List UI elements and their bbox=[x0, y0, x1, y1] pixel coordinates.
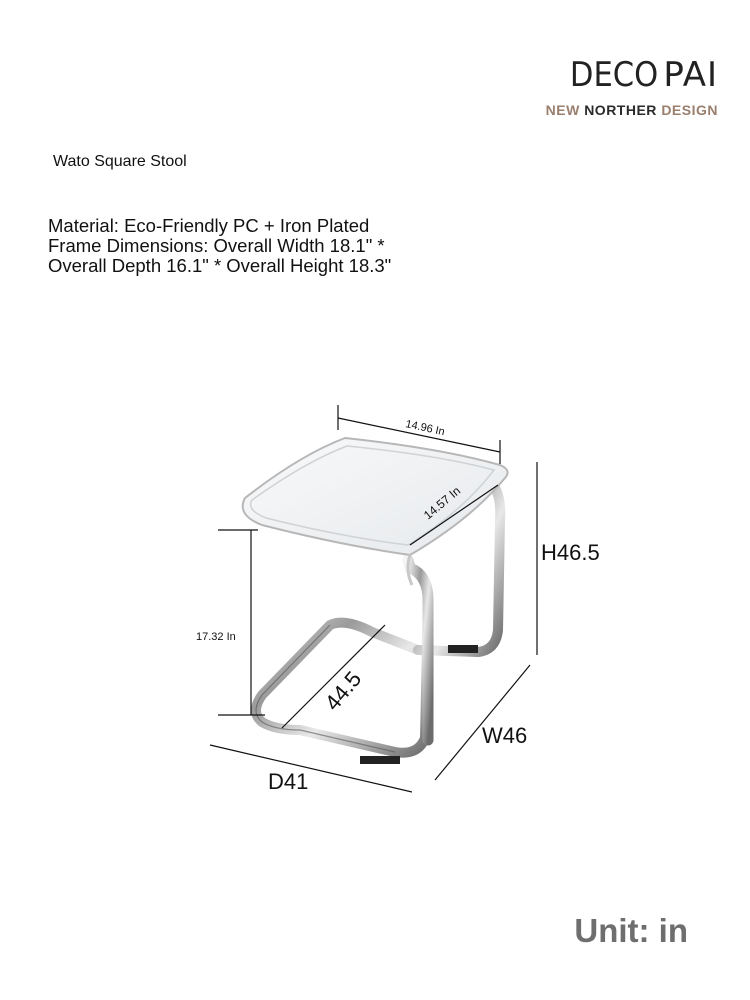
dim-height: H46.5 bbox=[541, 540, 600, 565]
unit-label: Unit: in bbox=[574, 912, 688, 949]
dim-depth: D41 bbox=[268, 769, 308, 794]
tagline-new: NEW bbox=[545, 102, 580, 118]
dim-width: W46 bbox=[482, 723, 527, 748]
product-name: Wato Square Stool bbox=[53, 153, 187, 170]
dim-top-width: 14.96 In bbox=[404, 418, 445, 438]
brand-tagline: NEW NORTHER DESIGN bbox=[546, 102, 718, 118]
brand-logo-left: DECO bbox=[570, 55, 659, 95]
spec-line-material: Material: Eco-Friendly PC + Iron Plated bbox=[48, 215, 370, 236]
product-specs: Material: Eco-Friendly PC + Iron Plated … bbox=[48, 216, 448, 276]
tagline-norther: NORTHER bbox=[584, 102, 657, 118]
dimension-lines bbox=[209, 405, 538, 793]
dim-inner-height: 17.32 In bbox=[196, 631, 236, 643]
brand-logo-right: PAI bbox=[663, 55, 718, 95]
spec-line-dimensions-1: Frame Dimensions: Overall Width 18.1" * bbox=[48, 235, 385, 256]
tagline-design: DESIGN bbox=[661, 102, 718, 118]
stool-illustration bbox=[241, 436, 509, 764]
dim-base-diagonal: 44.5 bbox=[320, 666, 367, 715]
spec-line-dimensions-2: Overall Depth 16.1" * Overall Height 18.… bbox=[48, 255, 392, 276]
